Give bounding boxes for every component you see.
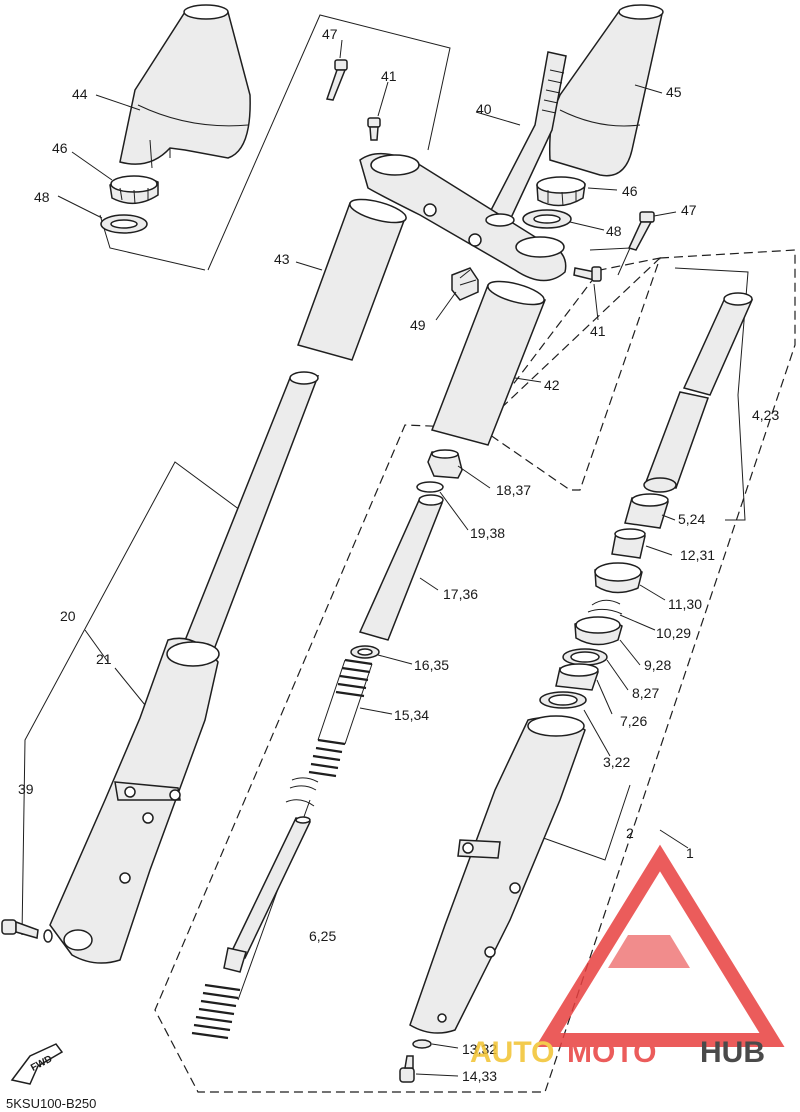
label-21: 21 bbox=[96, 651, 112, 667]
label-3-22: 3,22 bbox=[603, 754, 630, 770]
watermark-moto: MOTO bbox=[567, 1036, 656, 1069]
bushing-7-26 bbox=[555, 663, 600, 691]
label-48-right: 48 bbox=[606, 223, 622, 239]
outer-tube-2 bbox=[409, 715, 586, 1034]
spring-15-34 bbox=[308, 658, 373, 778]
circlip-16 bbox=[289, 777, 319, 791]
leader-lines bbox=[57, 39, 677, 1077]
circlip-16b bbox=[285, 799, 315, 807]
bolt-47-left bbox=[326, 59, 348, 101]
inner-tube-20 bbox=[181, 371, 320, 661]
label-15-34: 15,34 bbox=[394, 707, 429, 723]
label-45: 45 bbox=[666, 84, 682, 100]
label-5-24: 5,24 bbox=[678, 511, 705, 527]
clip-10-29 bbox=[587, 599, 623, 615]
washer-48-left bbox=[100, 214, 148, 234]
label-20: 20 bbox=[60, 608, 76, 624]
bracket-20-21 bbox=[21, 461, 241, 936]
bracket-1 bbox=[659, 829, 689, 849]
label-14-33: 14,33 bbox=[462, 1068, 497, 1084]
ring-nut-46-right bbox=[536, 176, 586, 207]
bolt-47-right bbox=[627, 211, 655, 251]
label-44: 44 bbox=[72, 86, 88, 102]
label-8-27: 8,27 bbox=[632, 685, 659, 701]
fwd-marker: FWD bbox=[10, 1043, 64, 1085]
inner-tube-4-23 bbox=[643, 292, 754, 493]
label-49: 49 bbox=[410, 317, 426, 333]
label-6-25: 6,25 bbox=[309, 928, 336, 944]
under-bracket bbox=[359, 152, 567, 282]
seal-3-22 bbox=[539, 691, 587, 709]
label-48-left: 48 bbox=[34, 189, 50, 205]
label-46-right: 46 bbox=[622, 183, 638, 199]
label-46-left: 46 bbox=[52, 140, 68, 156]
bolt-41-right bbox=[573, 266, 602, 282]
cover-tube-43 bbox=[297, 198, 407, 361]
bushing-12-31 bbox=[611, 528, 646, 559]
bushing-5-24 bbox=[624, 493, 669, 529]
bolt-14-33 bbox=[399, 1055, 415, 1083]
label-39: 39 bbox=[18, 781, 34, 797]
spacer-17-36 bbox=[358, 494, 444, 641]
oil-seal-9-28 bbox=[574, 616, 623, 646]
fork-cover-45 bbox=[548, 4, 664, 177]
label-40: 40 bbox=[476, 101, 492, 117]
label-4-23: 4,23 bbox=[752, 407, 779, 423]
label-11-30: 11,30 bbox=[668, 596, 702, 612]
label-47-left: 47 bbox=[322, 26, 338, 42]
label-10-29: 10,29 bbox=[656, 625, 691, 641]
washer-13-32 bbox=[412, 1039, 432, 1049]
washer-16-35 bbox=[350, 645, 380, 659]
label-2: 2 bbox=[626, 825, 634, 841]
label-18-37: 18,37 bbox=[496, 482, 531, 498]
bracket-4-23 bbox=[674, 267, 749, 521]
bolt-39 bbox=[1, 919, 53, 943]
dust-seal-11-30 bbox=[594, 562, 643, 594]
nut-49 bbox=[451, 267, 479, 301]
fork-cover-44 bbox=[119, 4, 251, 169]
label-7-26: 7,26 bbox=[620, 713, 647, 729]
diagram-code: 5KSU100-B250 bbox=[6, 1096, 96, 1111]
label-1: 1 bbox=[686, 845, 694, 861]
bracket-2 bbox=[534, 784, 631, 861]
triangle-logo-icon bbox=[535, 844, 785, 1047]
outer-tube-21 bbox=[49, 637, 220, 964]
label-41-right: 41 bbox=[590, 323, 606, 339]
rebound-spring bbox=[191, 983, 241, 1040]
watermark: AUTO MOTO HUB bbox=[470, 844, 785, 1069]
damper-rod-6-25 bbox=[223, 816, 312, 973]
washer-8-27 bbox=[562, 648, 608, 666]
label-41-top: 41 bbox=[381, 68, 397, 84]
label-43: 43 bbox=[274, 251, 290, 267]
label-19-38: 19,38 bbox=[470, 525, 505, 541]
part-labels: 44 46 48 47 41 40 45 46 47 48 43 41 49 4… bbox=[18, 26, 779, 1084]
assembly-boundary-inner bbox=[479, 257, 661, 491]
bolt-41-top bbox=[367, 117, 381, 141]
label-16-35: 16,35 bbox=[414, 657, 449, 673]
ring-nut-46-left bbox=[109, 175, 159, 205]
label-42: 42 bbox=[544, 377, 560, 393]
arrow-down-left-icon bbox=[10, 1043, 64, 1085]
label-47-right: 47 bbox=[681, 202, 697, 218]
watermark-auto: AUTO bbox=[470, 1036, 554, 1069]
label-17-36: 17,36 bbox=[443, 586, 478, 602]
washer-48-right bbox=[522, 209, 572, 229]
cover-tube-42 bbox=[430, 280, 547, 446]
label-13-32: 13,32 bbox=[462, 1041, 497, 1057]
o-ring-19-38 bbox=[416, 481, 444, 493]
label-9-28: 9,28 bbox=[644, 657, 671, 673]
watermark-hub: HUB bbox=[700, 1036, 765, 1069]
cap-bolt-18-37 bbox=[427, 449, 463, 479]
bracket-upper-center bbox=[207, 14, 451, 271]
label-12-31: 12,31 bbox=[680, 547, 715, 563]
